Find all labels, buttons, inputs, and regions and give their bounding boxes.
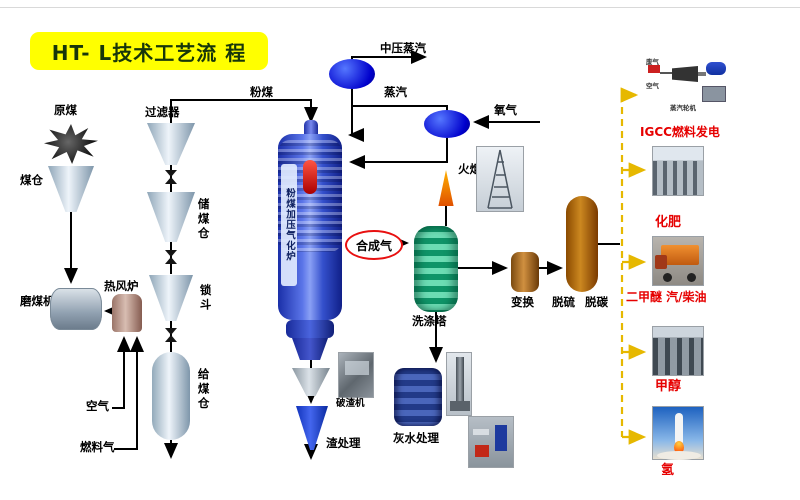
gasifier-skirt <box>292 338 328 360</box>
syngas-badge: 合成气 <box>345 230 403 260</box>
slag-crusher-label: 破渣机 <box>336 398 365 409</box>
lock-hopper-label: 锁斗 <box>198 284 213 313</box>
turbine-shaft <box>698 72 706 76</box>
exhaust-stack-icon <box>648 65 660 73</box>
rocket-image <box>652 406 704 460</box>
coal-bunker-label: 煤仓 <box>20 173 43 187</box>
slag-crusher-image <box>338 352 374 398</box>
exhaust-gas-label: 废气 <box>646 58 659 66</box>
hot-blast-stove-label: 热风炉 <box>104 279 139 293</box>
coal-mill-label: 磨煤机 <box>20 294 55 308</box>
product-fertilizer-label: 化肥 <box>655 215 682 230</box>
truck-cargo <box>661 245 699 265</box>
ash-water-treatment-label: 灰水处理 <box>393 431 439 445</box>
scrubber-label: 洗涤塔 <box>412 314 447 328</box>
product-methanol-label: 甲醇 <box>655 379 682 394</box>
slag-treatment-label: 渣处理 <box>326 436 361 450</box>
desulfurization-vessel <box>566 196 598 292</box>
product-dashed-lines <box>620 87 647 445</box>
truck-cab <box>655 255 667 269</box>
pump-image <box>446 352 472 416</box>
truck-wheel <box>687 273 696 282</box>
gasifier-nozzle <box>304 120 318 136</box>
syngas-label: 合成气 <box>355 238 392 253</box>
pump-skid-image <box>468 416 514 468</box>
plant-towers <box>653 161 703 195</box>
shift-label: 变换 <box>511 295 534 309</box>
mp-steam-label: 中压蒸汽 <box>380 41 426 55</box>
skid-pipe <box>473 429 489 435</box>
ash-water-vessel <box>394 368 442 426</box>
product-hydrogen-label: 氢 <box>661 463 675 478</box>
raw-coal-label: 原煤 <box>54 103 77 117</box>
filter-label: 过滤器 <box>145 105 180 119</box>
rocket-flame <box>674 441 684 454</box>
truck-image <box>652 236 704 286</box>
steam-turbine-label: 蒸汽轮机 <box>670 104 696 112</box>
decarbonization-label: 脱碳 <box>585 295 608 309</box>
page-edge-line <box>0 7 800 8</box>
oil-derrick-image <box>476 146 524 212</box>
duct-line <box>660 72 674 74</box>
flare-label: 火炬 <box>458 162 481 176</box>
air-intake-label: 空气 <box>646 82 659 90</box>
coal-mill-vessel <box>50 288 102 330</box>
steam-turbine-icon <box>702 86 726 102</box>
pulverized-coal-label: 粉煤 <box>250 85 273 99</box>
slag-crusher-detail <box>345 361 369 375</box>
desulfurization-label: 脱硫 <box>552 295 575 309</box>
gasifier-label-strip: 粉煤加压气化炉 <box>281 164 297 286</box>
igcc-turbine-schematic: 废气 空气 蒸汽轮机 <box>644 56 730 114</box>
gasifier-flange <box>286 320 334 338</box>
steam-drum-vessel <box>329 59 375 89</box>
rocket-body <box>675 413 683 443</box>
fertilizer-plant-image <box>652 146 704 196</box>
valve-icons <box>165 170 177 342</box>
scrubber-vessel <box>414 226 458 312</box>
product-dme-label: 二甲醚 汽/柴油 <box>626 290 707 304</box>
product-igcc-label: IGCC燃料发电 <box>640 125 720 139</box>
plant-towers <box>653 338 703 375</box>
skid-red-unit <box>475 445 489 457</box>
oxygen-label: 氧气 <box>494 103 517 117</box>
steam-label: 蒸汽 <box>384 85 407 99</box>
methanol-plant-image <box>652 326 704 376</box>
gasifier-label: 粉煤加压气化炉 <box>284 188 295 262</box>
process-lines <box>64 50 620 460</box>
pump-shaft <box>456 357 464 401</box>
gas-turbine-icon <box>672 66 698 82</box>
feed-bunker-vessel <box>152 352 190 440</box>
coal-storage-bunker-label: 储煤仓 <box>196 198 211 242</box>
gasifier-vessel: 粉煤加压气化炉 <box>276 114 346 364</box>
oxygen-mixer-vessel <box>424 110 470 138</box>
hot-blast-stove-vessel <box>112 294 142 332</box>
truck-wheel <box>663 273 672 282</box>
gasifier-burner-core <box>303 160 317 194</box>
air-label: 空气 <box>86 399 109 413</box>
fuel-gas-label: 燃料气 <box>80 440 115 454</box>
rocket-smoke <box>657 451 701 460</box>
derrick-truss-icon <box>487 149 513 209</box>
pump-base <box>450 401 470 411</box>
skid-blue-unit <box>495 425 507 451</box>
shift-vessel <box>511 252 539 292</box>
feed-bunker-label: 给煤仓 <box>196 368 211 412</box>
diagram-title: HT- L技术工艺流 程 <box>30 32 268 70</box>
hrsg-icon <box>706 62 726 75</box>
